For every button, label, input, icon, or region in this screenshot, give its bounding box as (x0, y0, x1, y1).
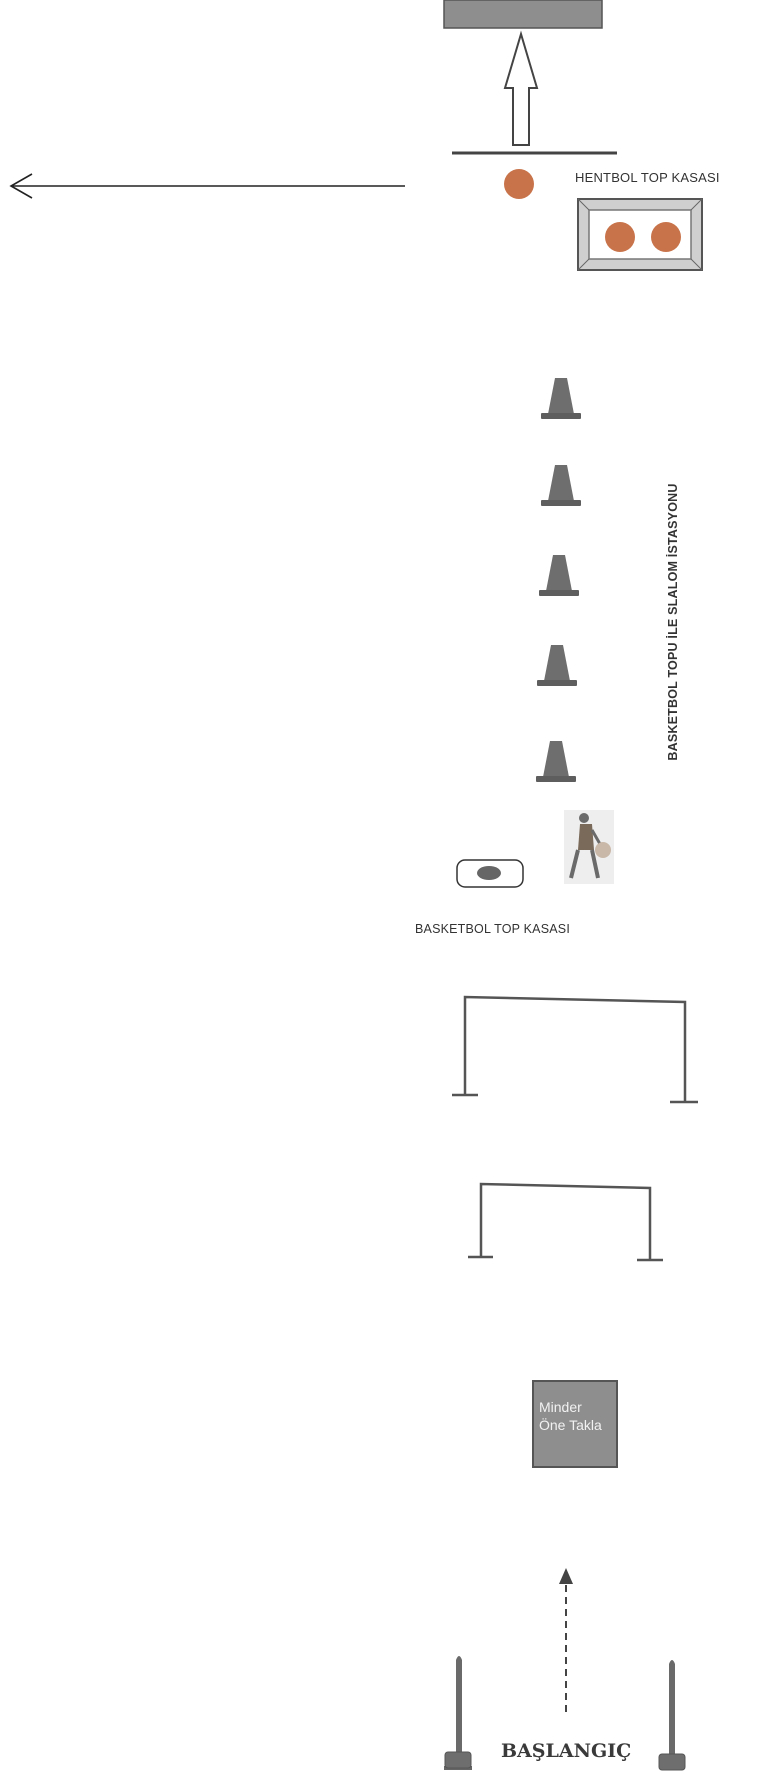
forward-roll-label: Öne Takla (539, 1416, 616, 1434)
cone-icon (537, 645, 577, 686)
hurdle-frame (468, 1184, 663, 1260)
cone-icon (541, 378, 581, 419)
start-direction-arrowhead (559, 1568, 573, 1584)
hurdle-frame (452, 997, 698, 1102)
pole-icon (659, 1660, 685, 1770)
cone-icon (541, 465, 581, 506)
basketball-icon (477, 866, 501, 880)
pole-icon (444, 1656, 472, 1770)
start-label: BAŞLANGIÇ (501, 1740, 631, 1762)
handball-ball (605, 222, 635, 252)
cone-icon (539, 555, 579, 596)
cone-icon (536, 741, 576, 782)
handball-box-label: HENTBOL TOP KASASI (575, 170, 720, 185)
slalom-station-label: BASKETBOL TOPU İLE SLALOM İSTASYONU (666, 483, 680, 760)
basketball-player-icon (564, 810, 614, 884)
basketball-box-label: BASKETBOL TOP KASASI (415, 922, 570, 936)
mat-forward-roll: Minder Öne Takla (532, 1380, 618, 1468)
handball-ball (504, 169, 534, 199)
handball-ball (651, 222, 681, 252)
up-arrow-icon (505, 34, 537, 145)
mat-label: Minder (539, 1398, 616, 1416)
finish-bar (444, 0, 602, 28)
